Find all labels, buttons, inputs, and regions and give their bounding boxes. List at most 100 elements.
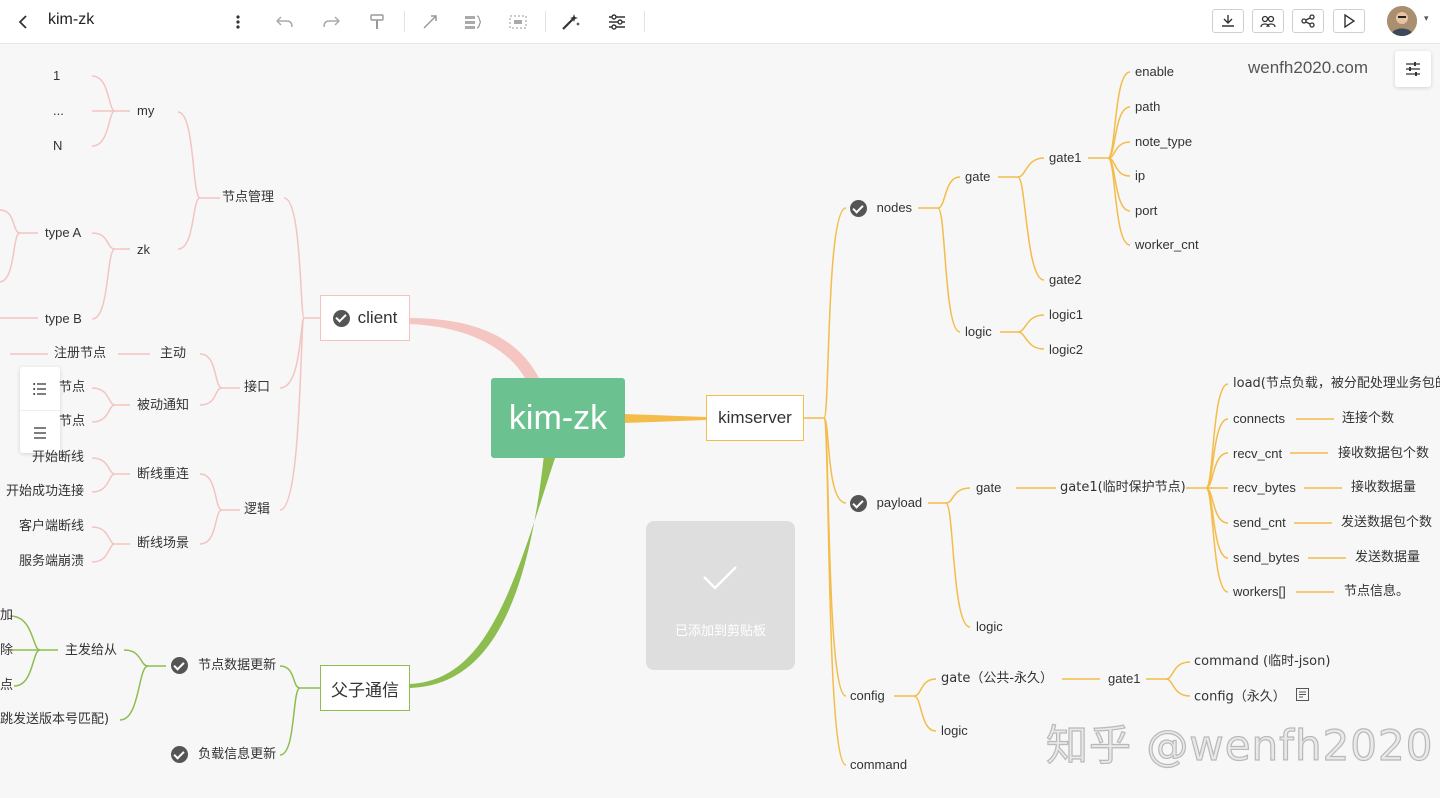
top-toolbar: kim-zk ▾ <box>0 0 1440 44</box>
fuzi-node[interactable]: 父子通信 <box>320 665 410 711</box>
share-icon[interactable] <box>1292 9 1324 33</box>
node-cj2[interactable]: 服务端崩溃 <box>19 554 85 569</box>
node-luoji[interactable]: 逻辑 <box>244 502 271 517</box>
node-cj1[interactable]: 客户端断线 <box>19 519 85 534</box>
document-title[interactable]: kim-zk <box>48 11 95 28</box>
node-update1[interactable]: 节点数据更新 <box>171 657 276 674</box>
node-enable[interactable]: enable <box>1135 64 1175 79</box>
list-icon[interactable] <box>20 410 60 454</box>
node-send-bytes-v[interactable]: 发送数据量 <box>1355 550 1421 565</box>
node-send-bytes[interactable]: send_bytes <box>1233 550 1300 565</box>
node-load[interactable]: load(节点负载，被分配处理业务包的 <box>1233 376 1440 391</box>
format-painter-icon[interactable] <box>361 9 393 35</box>
back-icon[interactable] <box>8 9 40 35</box>
summary-icon[interactable] <box>457 9 489 35</box>
node-gate[interactable]: gate <box>965 169 991 184</box>
node-z3[interactable]: 点 <box>0 678 14 693</box>
node-dx2[interactable]: 开始成功连接 <box>6 484 85 499</box>
clipboard-toast: 已添加到剪贴板 <box>646 521 795 670</box>
undo-icon[interactable] <box>269 9 301 35</box>
node-send-cnt-v[interactable]: 发送数据包个数 <box>1341 515 1433 530</box>
collaborate-icon[interactable] <box>1252 9 1284 33</box>
magic-icon[interactable] <box>555 9 587 35</box>
node-recv-cnt[interactable]: recv_cnt <box>1233 446 1283 461</box>
node-jiedian[interactable]: 节点管理 <box>222 190 275 205</box>
node-1[interactable]: 1 <box>53 68 61 83</box>
node-ip[interactable]: ip <box>1135 168 1146 183</box>
node-command-tmp[interactable]: command (临时-json) <box>1194 654 1331 669</box>
node-command[interactable]: command <box>850 757 908 772</box>
node-type-b[interactable]: type B <box>45 311 82 326</box>
toast-text: 已添加到剪贴板 <box>674 624 766 639</box>
node-dxcj[interactable]: 断线场景 <box>137 536 190 551</box>
root-node[interactable]: kim-zk <box>491 378 625 458</box>
node-dx1[interactable]: 开始断线 <box>32 450 85 465</box>
node-z1[interactable]: 加 <box>0 608 14 623</box>
node-tiao[interactable]: 跳发送版本号匹配) <box>0 712 110 727</box>
node-zhudong[interactable]: 主动 <box>160 346 187 361</box>
node-config[interactable]: config <box>850 688 885 703</box>
node-workers-v[interactable]: 节点信息。 <box>1344 584 1410 599</box>
node-c-gate1[interactable]: gate1 <box>1108 671 1141 686</box>
node-dxcl[interactable]: 断线重连 <box>137 467 190 482</box>
toolbar-divider <box>404 11 405 32</box>
node-zk[interactable]: zk <box>137 242 150 257</box>
node-c-gate[interactable]: gate（公共-永久） <box>941 671 1054 686</box>
avatar[interactable] <box>1387 6 1417 36</box>
node-recv-bytes[interactable]: recv_bytes <box>1233 480 1296 495</box>
node-logic1[interactable]: logic1 <box>1049 307 1083 322</box>
play-icon[interactable] <box>1333 9 1365 33</box>
outline-panel <box>20 367 60 453</box>
check-icon <box>171 657 188 674</box>
kimserver-node[interactable]: kimserver <box>706 395 804 441</box>
node-gate2[interactable]: gate2 <box>1049 272 1082 287</box>
toolbar-divider <box>644 11 645 32</box>
node-logic[interactable]: logic <box>965 324 992 339</box>
node-update2[interactable]: 负载信息更新 <box>171 746 276 763</box>
node-nodes[interactable]: nodes <box>850 200 912 218</box>
node-n[interactable]: N <box>53 138 63 153</box>
node-logic2[interactable]: logic2 <box>1049 342 1083 357</box>
watermark-zhihu: 知乎 @wenfh2020 <box>1045 720 1434 770</box>
node-jiekou[interactable]: 接口 <box>244 380 271 395</box>
node-bd2[interactable]: 节点 <box>59 414 86 429</box>
node-recv-cnt-v[interactable]: 接收数据包个数 <box>1338 446 1430 461</box>
client-node[interactable]: client <box>320 295 410 341</box>
note-icon[interactable] <box>1295 688 1309 706</box>
branch-fuzi <box>410 455 556 688</box>
node-config-perm[interactable]: config（永久） <box>1194 688 1309 706</box>
connector-icon[interactable] <box>414 9 446 35</box>
node-note-type[interactable]: note_type <box>1135 134 1193 149</box>
node-send-cnt[interactable]: send_cnt <box>1233 515 1286 530</box>
node-type-a[interactable]: type A <box>45 225 82 240</box>
node-connects-v[interactable]: 连接个数 <box>1342 411 1395 426</box>
node-beidong[interactable]: 被动通知 <box>137 398 190 413</box>
node-p-logic[interactable]: logic <box>976 619 1003 634</box>
node-my[interactable]: my <box>137 103 155 118</box>
settings-icon[interactable] <box>1395 51 1431 87</box>
node-c-logic[interactable]: logic <box>941 723 968 738</box>
node-zhuce[interactable]: 注册节点 <box>54 346 107 361</box>
layout-icon[interactable] <box>601 9 633 35</box>
node-path[interactable]: path <box>1135 99 1161 114</box>
node-connects[interactable]: connects <box>1233 411 1286 426</box>
boundary-icon[interactable] <box>502 9 534 35</box>
node-z2[interactable]: 除 <box>0 643 14 658</box>
node-zhufa[interactable]: 主发给从 <box>65 643 118 658</box>
chevron-down-icon[interactable]: ▾ <box>1424 14 1429 24</box>
outline-icon[interactable] <box>20 367 60 410</box>
node-port[interactable]: port <box>1135 203 1158 218</box>
more-icon[interactable] <box>222 9 254 35</box>
node-bd1[interactable]: 节点 <box>59 380 86 395</box>
node-worker-cnt[interactable]: worker_cnt <box>1135 237 1199 252</box>
download-icon[interactable] <box>1212 9 1244 33</box>
node-p-gate[interactable]: gate <box>976 480 1002 495</box>
node-dots[interactable]: ... <box>53 103 64 118</box>
node-workers[interactable]: workers[] <box>1233 584 1286 599</box>
node-p-gate1[interactable]: gate1(临时保护节点) <box>1060 480 1186 495</box>
node-payload[interactable]: payload <box>850 495 922 513</box>
redo-icon[interactable] <box>315 9 347 35</box>
node-recv-bytes-v[interactable]: 接收数据量 <box>1351 480 1417 495</box>
node-gate1[interactable]: gate1 <box>1049 150 1082 165</box>
